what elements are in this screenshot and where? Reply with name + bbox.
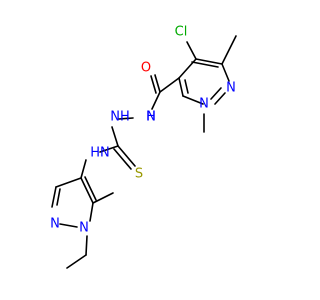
bond [117,145,136,167]
bond [184,79,189,94]
nitrogen-label: N [100,146,110,161]
bond [195,58,223,65]
bond [210,87,222,100]
bond [118,117,134,120]
bond [56,188,61,206]
bond [151,91,161,110]
hydrogen-label: H [90,146,100,161]
bond [150,75,157,94]
bond [89,202,94,222]
bond [66,254,87,269]
atom-labels: Cl O N N N H N H N H S N N [50,25,236,236]
bond [154,74,161,93]
bond [178,77,184,97]
bonds [51,35,237,269]
nitrogen-label: N [110,110,120,125]
bond [84,176,97,201]
hydrogen-label: H [146,110,156,125]
bond [186,41,197,60]
molecule-structure: Cl O N N N H N H N H S N N [50,25,237,269]
bond [85,235,88,256]
bond [80,177,94,204]
bond [55,177,82,188]
bond [214,92,226,105]
nitrogen-label: N [226,81,236,96]
nitrogen-label: N [199,97,209,112]
bond [182,95,204,105]
bond [113,148,132,170]
bond [51,186,57,208]
nitrogen-label: N [50,217,60,232]
bond [80,159,87,179]
hydrogen-label: H [120,110,130,125]
bond [111,126,119,147]
bond [99,145,119,153]
bond [92,192,114,204]
nitrogen-label: N [79,221,89,236]
sulfur-label: S [135,167,143,182]
bond [221,63,230,82]
chlorine-label: Cl [175,25,188,40]
bond [159,77,180,93]
bond [59,223,78,228]
bond [221,35,237,65]
oxygen-label: O [141,61,151,76]
bond [191,61,219,68]
nitrogen-label: N [146,110,156,125]
